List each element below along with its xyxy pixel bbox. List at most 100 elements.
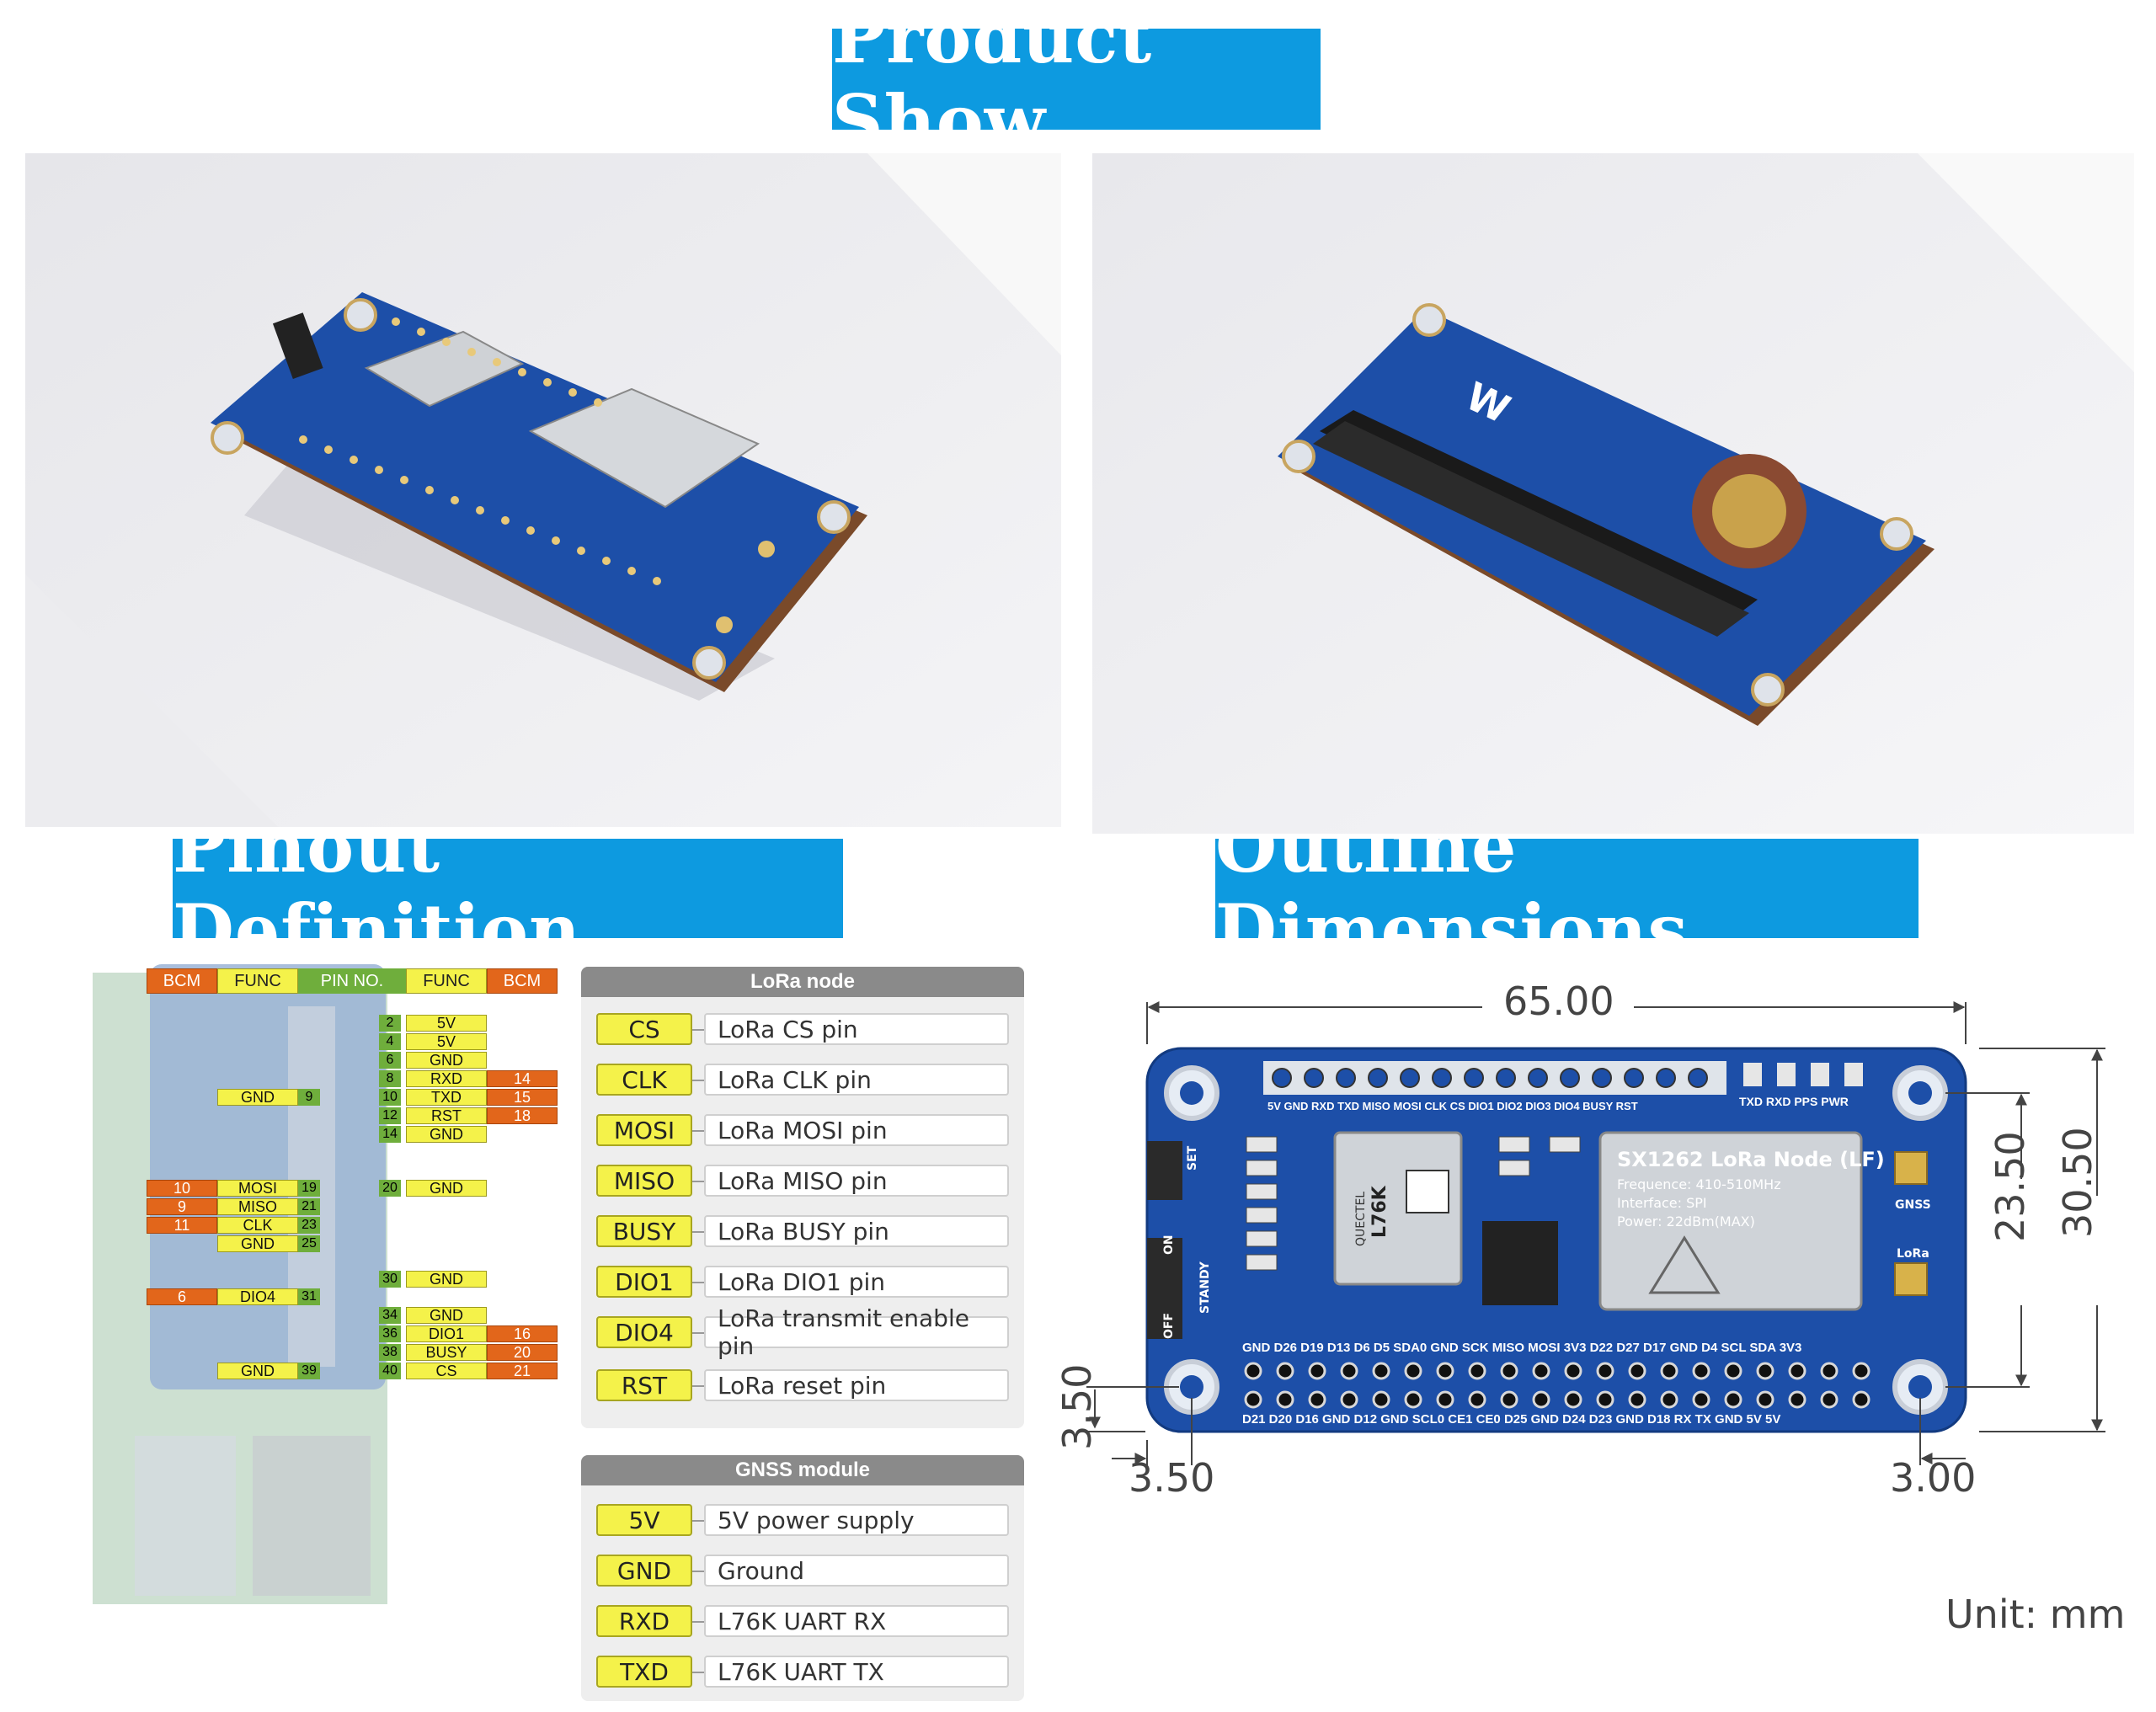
product-photo-back: W bbox=[1092, 153, 2134, 834]
pin-number: 40 bbox=[379, 1363, 401, 1379]
pin-func: GND bbox=[406, 1180, 487, 1197]
gpio-holes bbox=[1244, 1362, 1870, 1409]
header-func-right: FUNC bbox=[406, 968, 487, 994]
signal-description: 5V power supply bbox=[704, 1504, 1009, 1536]
pin-func: CS bbox=[406, 1363, 487, 1379]
banner-pinout-definition: Pinout Definition bbox=[173, 805, 843, 972]
usb-port-illustration bbox=[135, 1436, 236, 1596]
pin-func: RST bbox=[406, 1107, 487, 1124]
signal-description: LoRa BUSY pin bbox=[704, 1215, 1009, 1247]
pin-number: 21 bbox=[298, 1198, 320, 1215]
signal-label: CLK bbox=[596, 1064, 692, 1096]
header-bcm-right: BCM bbox=[487, 968, 558, 994]
set-label: SET bbox=[1186, 1145, 1199, 1171]
gpio-label-row-bottom: D21 D20 D16 GND D12 GND SCL0 CE1 CE0 D25… bbox=[1242, 1412, 1780, 1427]
dimension-right-offset: 3.00 bbox=[1890, 1455, 1977, 1501]
header-pin-no: PIN NO. bbox=[298, 968, 406, 994]
signal-label: 5V bbox=[596, 1504, 692, 1536]
pin-number: 30 bbox=[379, 1271, 401, 1288]
l76k-label: L76K bbox=[1369, 1185, 1390, 1238]
pin-number: 12 bbox=[379, 1107, 401, 1124]
header-bcm-left: BCM bbox=[147, 968, 217, 994]
pin-func: GND bbox=[406, 1271, 487, 1288]
lora-antenna-label: LoRa bbox=[1897, 1247, 1929, 1261]
signal-description: LoRa transmit enable pin bbox=[704, 1304, 1009, 1360]
pin-func: MISO bbox=[217, 1198, 298, 1215]
signal-description: Ground bbox=[704, 1555, 1009, 1587]
pin-bcm: 14 bbox=[487, 1070, 558, 1087]
pin-number: 23 bbox=[298, 1217, 320, 1234]
antenna-connectors bbox=[1894, 1151, 1928, 1296]
pin-bcm: 20 bbox=[487, 1344, 558, 1361]
pin-number: 6 bbox=[379, 1052, 401, 1069]
pin-func: 5V bbox=[406, 1033, 487, 1050]
pin-func: GND bbox=[406, 1052, 487, 1069]
dimension-width: 65.00 bbox=[1503, 979, 1614, 1024]
pin-number: 31 bbox=[298, 1288, 320, 1305]
pin-number: 10 bbox=[379, 1089, 401, 1106]
gpio-label-row-top: GND D26 D19 D13 D6 D5 SDA0 GND SCK MISO … bbox=[1242, 1341, 1801, 1355]
pin-bcm: 11 bbox=[147, 1217, 217, 1234]
signal-label: RXD bbox=[596, 1605, 692, 1637]
dimension-height-outer: 30.50 bbox=[2055, 1127, 2100, 1238]
outline-drawing: 5V GND RXD TXD MISO MOSI CLK CS DIO1 DIO… bbox=[1061, 968, 2156, 1709]
signal-description: L76K UART TX bbox=[704, 1656, 1009, 1688]
header-pin-labels: 5V GND RXD TXD MISO MOSI CLK CS DIO1 DIO… bbox=[1267, 1100, 1638, 1112]
signal-label: DIO1 bbox=[596, 1266, 692, 1298]
connector-line bbox=[692, 1332, 704, 1334]
pin-func: CLK bbox=[217, 1217, 298, 1234]
gnss-module-card-title: GNSS module bbox=[581, 1455, 1024, 1485]
pin-number: 2 bbox=[379, 1015, 401, 1032]
pin-number: 9 bbox=[298, 1089, 320, 1106]
connector-line bbox=[692, 1029, 704, 1031]
connector-line bbox=[692, 1130, 704, 1132]
pin-number: 14 bbox=[379, 1126, 401, 1143]
product-photo-front bbox=[25, 153, 1061, 827]
signal-label: MISO bbox=[596, 1165, 692, 1197]
pin-func: 5V bbox=[406, 1015, 487, 1032]
banner-product-show: Product Show bbox=[832, 0, 1321, 163]
connector-line bbox=[692, 1080, 704, 1081]
pin-number: 20 bbox=[379, 1180, 401, 1197]
pin-bcm: 6 bbox=[147, 1288, 217, 1305]
pin-number: 39 bbox=[298, 1363, 320, 1379]
on-label: ON bbox=[1162, 1235, 1176, 1255]
outline-svg: 5V GND RXD TXD MISO MOSI CLK CS DIO1 DIO… bbox=[1086, 1001, 2105, 1469]
connector-line bbox=[692, 1621, 704, 1623]
dimension-height-inner: 23.50 bbox=[1988, 1131, 2033, 1242]
pin-bcm: 15 bbox=[487, 1089, 558, 1106]
signal-description: L76K UART RX bbox=[704, 1605, 1009, 1637]
lora-module-frequence: Frequence: 410-510MHz bbox=[1617, 1176, 1781, 1192]
pin-number: 34 bbox=[379, 1307, 401, 1324]
quectel-label: QUECTEL bbox=[1354, 1192, 1368, 1246]
connector-line bbox=[692, 1231, 704, 1233]
off-label: OFF bbox=[1162, 1313, 1176, 1339]
pin-bcm: 9 bbox=[147, 1198, 217, 1215]
pin-func: MOSI bbox=[217, 1180, 298, 1197]
signal-label: MOSI bbox=[596, 1114, 692, 1146]
header-func-left: FUNC bbox=[217, 968, 298, 994]
pin-bcm: 10 bbox=[147, 1180, 217, 1197]
signal-label: BUSY bbox=[596, 1215, 692, 1247]
signal-description: LoRa MOSI pin bbox=[704, 1114, 1009, 1146]
pin-number: 38 bbox=[379, 1344, 401, 1361]
pin-func: GND bbox=[406, 1126, 487, 1143]
lora-module-interface: Interface: SPI bbox=[1617, 1195, 1707, 1211]
banner-outline-dimensions: Outline Dimensions bbox=[1215, 805, 1919, 972]
pin-func: DIO1 bbox=[406, 1325, 487, 1342]
pin-number: 36 bbox=[379, 1325, 401, 1342]
connector-line bbox=[692, 1672, 704, 1673]
pin-func: BUSY bbox=[406, 1344, 487, 1361]
pin-func: GND bbox=[217, 1089, 298, 1106]
connector-line bbox=[692, 1181, 704, 1182]
lora-module bbox=[1598, 1131, 1863, 1311]
signal-label: DIO4 bbox=[596, 1316, 692, 1348]
pin-bcm: 18 bbox=[487, 1107, 558, 1124]
pin-func: GND bbox=[217, 1363, 298, 1379]
lora-node-card-title: LoRa node bbox=[581, 967, 1024, 997]
lora-hat-illustration bbox=[150, 964, 386, 1389]
gnss-antenna-label: GNSS bbox=[1895, 1198, 1931, 1212]
ethernet-port-illustration bbox=[253, 1436, 371, 1596]
led-labels: TXD RXD PPS PWR bbox=[1739, 1095, 1849, 1108]
connector-line bbox=[692, 1520, 704, 1522]
